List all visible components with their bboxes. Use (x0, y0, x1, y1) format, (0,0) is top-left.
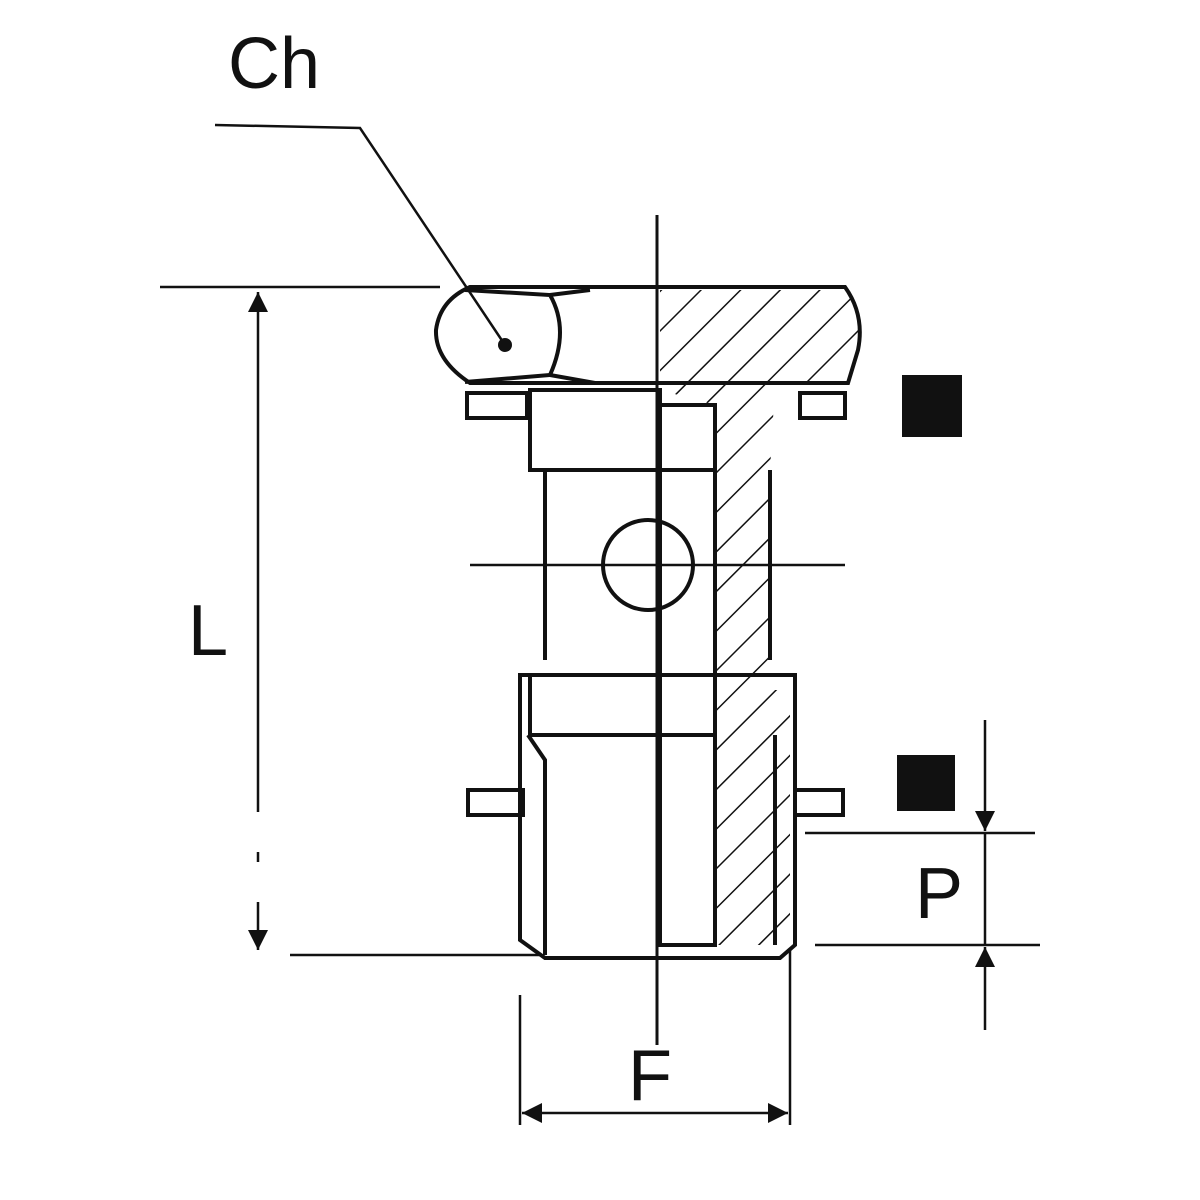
label-p: P (915, 854, 964, 934)
hex-flat-mid (549, 288, 596, 385)
thread-collar (518, 673, 797, 960)
label-ch: Ch (228, 24, 321, 104)
seal-washer-upper-left (465, 391, 529, 420)
hatched-section-head (660, 290, 859, 945)
seal-washer-lower-left (466, 788, 525, 817)
seal-washer-lower-right (793, 788, 845, 817)
hex-flat-left (464, 288, 562, 384)
ch-leader (214, 123, 507, 346)
bore (658, 403, 717, 947)
bolt-neck (528, 388, 662, 472)
ch-leader-dot (498, 338, 512, 352)
banjo-head (433, 285, 862, 385)
label-f: F (628, 1036, 672, 1116)
label-l: L (188, 591, 229, 671)
symbol-square-lower (897, 755, 955, 811)
seal-washer-upper-right (798, 391, 847, 420)
symbol-square-upper (902, 375, 962, 437)
